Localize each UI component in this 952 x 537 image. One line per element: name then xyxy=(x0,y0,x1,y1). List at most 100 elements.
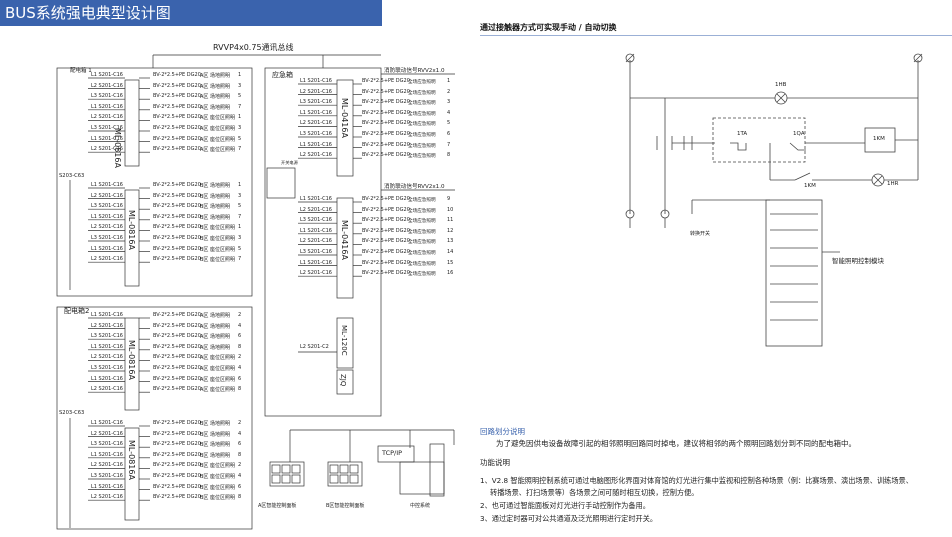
box1-b-area-label: B区 座位区照明 xyxy=(200,225,236,232)
box1-a-loop-number: 7 xyxy=(238,146,242,153)
box1-a-cable-label: BV-2*2.5+PE DG20 xyxy=(153,114,201,121)
box2-a-loop-number: 2 xyxy=(238,312,242,318)
fire-signal-1: 消防联动信号RVV2x1.0 xyxy=(384,68,445,74)
em1-light-label: 全场应急照明 xyxy=(408,154,436,160)
box1-a-loop-number: 3 xyxy=(238,82,242,89)
em-module-zjq xyxy=(336,369,354,395)
box2-b-cable-label: BV-2*2.5+PE DG20 xyxy=(153,473,201,479)
box1-b-cable-label: BV-2*2.5+PE DG20 xyxy=(153,213,201,220)
box2-b-loop-number: 8 xyxy=(238,451,242,458)
box1-a-area-label: A区 场地照明 xyxy=(200,104,231,111)
box1-b-loop-number: 3 xyxy=(238,192,242,199)
right-diagram-title: 通过接触器方式可实现手动 / 自动切换 xyxy=(480,23,617,32)
box1-a-area-label: A区 座位区照明 xyxy=(200,147,236,154)
box1-a-area-label: A区 场地照明 xyxy=(200,73,231,79)
box2-a-loop-number: 4 xyxy=(238,365,242,371)
box2-b-cable-label: BV-2*2.5+PE DG20 xyxy=(153,441,201,448)
em2-loop-number: 13 xyxy=(447,238,454,245)
box1-b-module xyxy=(124,189,140,287)
em1-breaker-label: L3 S201-C16 xyxy=(300,131,332,137)
em2-breaker-label: L1 S201-C16 xyxy=(300,259,332,266)
em2-light-label: 全场应急照明 xyxy=(408,261,436,267)
box2-a-cable-label: BV-2*2.5+PE DG20 xyxy=(153,322,201,329)
emergency-box-label: 应急箱 xyxy=(272,71,293,79)
em2-loop-number: 12 xyxy=(447,227,454,234)
function-item-2: 2、也可通过智能面板对灯光进行手动控制作为备用。 xyxy=(480,501,650,510)
box2-a-area-label: A区 场地照明 xyxy=(200,323,231,330)
function-item-3: 3、通过定时器可对公共通道及泛光照明进行定时开关。 xyxy=(480,514,658,523)
em1-loop-number: 6 xyxy=(447,131,451,137)
box1-a-loop-number: 5 xyxy=(238,135,242,142)
box2-a-cable-label: BV-2*2.5+PE DG20 xyxy=(153,375,201,382)
box1-b-breaker-label: L2 S201-C16 xyxy=(91,256,123,263)
em2-cable-label: BV-2*2.5+PE DG20 xyxy=(362,249,410,255)
box1-a-loop-number: 5 xyxy=(238,93,242,100)
box2-a-area-label: A区 场地照明 xyxy=(200,344,231,351)
box2-a-cable-label: BV-2*2.5+PE DG20 xyxy=(153,365,201,371)
box2-a-area-label: A区 场地照明 xyxy=(200,334,231,341)
box2-b-cable-label: BV-2*2.5+PE DG20 xyxy=(153,483,201,490)
em2-loop-number: 10 xyxy=(447,206,454,213)
box2-b-loop-number: 4 xyxy=(238,473,242,479)
box1-a-breaker-label: L1 S201-C16 xyxy=(91,72,123,78)
em2-loop-number: 15 xyxy=(447,259,454,266)
em2-loop-number: 14 xyxy=(447,249,454,255)
box1-b-cable-label: BV-2*2.5+PE DG20 xyxy=(153,235,201,241)
tcpip-box xyxy=(377,445,415,463)
box1-b-cable-label: BV-2*2.5+PE DG20 xyxy=(153,224,201,231)
box2-b-area-label: B区 座位区照明 xyxy=(200,495,236,502)
panel-b-key xyxy=(329,474,339,484)
panel-b-key xyxy=(339,474,349,484)
em-module-120c xyxy=(336,317,354,369)
box2-a-breaker-label: L2 S201-C16 xyxy=(91,386,123,393)
em-module-1 xyxy=(336,79,354,177)
em1-light-label: 全场应急照明 xyxy=(408,101,436,107)
main-breaker-2: S203-C63 xyxy=(59,410,85,416)
panel-b-label: B区智能控制面板 xyxy=(326,503,365,509)
box1-b-area-label: B区 场地照明 xyxy=(200,214,231,221)
em2-cable-label: BV-2*2.5+PE DG20 xyxy=(362,196,410,202)
em1-breaker-label: L2 S201-C16 xyxy=(300,152,332,159)
distribution-box-2 xyxy=(56,306,253,530)
box2-b-breaker-label: L2 S201-C16 xyxy=(91,462,123,469)
function-item-1b: 转播场景、打扫场景等）各场景之间可随时相互切换，控制方便。 xyxy=(490,488,699,497)
switch-power-box xyxy=(266,167,296,199)
box1-a-breaker-label: L2 S201-C16 xyxy=(91,82,123,89)
box1-b-area-label: B区 场地照明 xyxy=(200,193,231,200)
box1-b-breaker-label: L2 S201-C16 xyxy=(91,192,123,199)
module-caption: 智能照明控制模块 xyxy=(832,257,884,265)
em2-light-label: 全场应急照明 xyxy=(408,240,436,246)
em1-cable-label: BV-2*2.5+PE DG20 xyxy=(362,141,410,148)
box2-b-breaker-label: L2 S201-C16 xyxy=(91,494,123,501)
box1-b-area-label: B区 座位区照明 xyxy=(200,257,236,264)
box2-b-cable-label: BV-2*2.5+PE DG20 xyxy=(153,451,201,458)
box2-a-area-label: A区 座位区照明 xyxy=(200,376,236,383)
panel-a-key xyxy=(291,474,301,484)
em1-light-label: 全场应急照明 xyxy=(408,90,436,96)
box1-b-loop-number: 7 xyxy=(238,213,242,220)
em2-cable-label: BV-2*2.5+PE DG20 xyxy=(362,227,410,234)
em2-loop-number: 11 xyxy=(447,217,454,224)
box1-b-breaker-label: L2 S201-C16 xyxy=(91,224,123,231)
function-item-1a: 1、V2.8 智能照明控制系统可通过电脑图形化界面对体育馆的灯光进行集中监视和控… xyxy=(480,476,913,485)
em2-cable-label: BV-2*2.5+PE DG20 xyxy=(362,270,410,277)
box2-a-area-label: A区 座位区照明 xyxy=(200,387,236,394)
box1-b-breaker-label: L1 S201-C16 xyxy=(91,182,123,188)
box2-a-cable-label: BV-2*2.5+PE DG20 xyxy=(153,343,201,350)
box2-a-breaker-label: L1 S201-C16 xyxy=(91,375,123,382)
box1-a-breaker-label: L1 S201-C16 xyxy=(91,135,123,142)
em2-loop-number: 9 xyxy=(447,196,451,202)
box1-b-loop-number: 1 xyxy=(238,182,242,188)
em2-breaker-label: L1 S201-C16 xyxy=(300,227,332,234)
em2-cable-label: BV-2*2.5+PE DG20 xyxy=(362,259,410,266)
em2-light-label: 全场应急照明 xyxy=(408,272,436,278)
box2-a-loop-number: 4 xyxy=(238,322,242,329)
bus-label: RVVP4x0.75通讯总线 xyxy=(213,43,294,52)
section-circuit-body: 为了避免因供电设备故障引起的相邻照明回路同时掉电，建议将相邻的两个照明回路划分到… xyxy=(496,439,856,448)
box2-a-loop-number: 6 xyxy=(238,375,242,382)
em1-loop-number: 1 xyxy=(447,78,451,84)
box1-b-loop-number: 5 xyxy=(238,245,242,252)
em1-cable-label: BV-2*2.5+PE DG20 xyxy=(362,120,410,127)
box2-b-cable-label: BV-2*2.5+PE DG20 xyxy=(153,430,201,437)
box1-b-breaker-label: L1 S201-C16 xyxy=(91,245,123,252)
